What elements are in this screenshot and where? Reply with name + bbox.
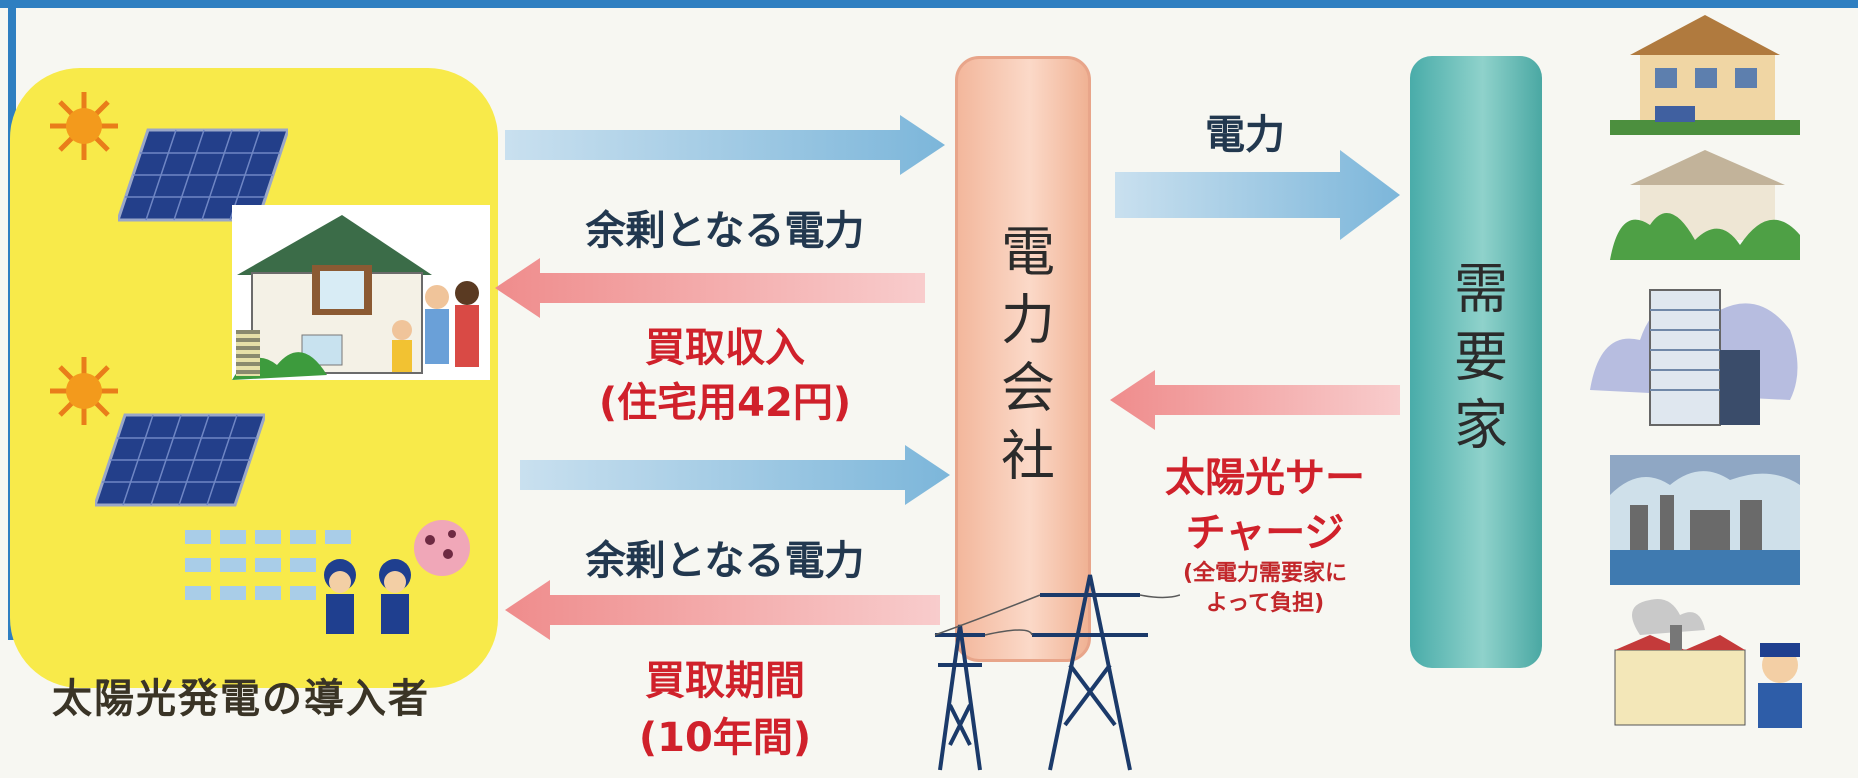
suburban-house-icon bbox=[1610, 150, 1800, 260]
purchase-income-label: 買取収入 bbox=[645, 325, 805, 371]
school-building-icon bbox=[185, 520, 470, 634]
children-icon bbox=[324, 559, 411, 634]
factory-icon bbox=[1610, 455, 1800, 585]
purchase-duration-label: (10年間) bbox=[638, 715, 812, 761]
purchase-income-arrow bbox=[495, 258, 925, 318]
solar-panel-icon bbox=[118, 128, 288, 222]
surcharge-arrow bbox=[1110, 370, 1400, 430]
surplus-power-label-1: 余剰となる電力 bbox=[585, 208, 865, 254]
top-border bbox=[0, 0, 1858, 8]
sun-icon bbox=[50, 92, 118, 160]
purchase-period-label: 買取期間 bbox=[645, 658, 805, 704]
surplus-power-arrow-1 bbox=[505, 115, 945, 175]
power-company-box: 電力会社 bbox=[955, 56, 1091, 662]
surplus-power-label-2: 余剰となる電力 bbox=[585, 538, 865, 584]
purchase-period-arrow bbox=[505, 580, 940, 640]
burden-note-2: よって負担) bbox=[1205, 591, 1325, 616]
house-icon bbox=[232, 205, 490, 380]
power-tower-icon bbox=[934, 574, 1180, 771]
house-icon bbox=[1610, 15, 1800, 135]
power-company-label: 電力会社 bbox=[991, 223, 1055, 495]
power-label: 電力 bbox=[1205, 112, 1285, 158]
surcharge-label-1: 太陽光サー bbox=[1165, 455, 1365, 501]
burden-note-1: (全電力需要家に bbox=[1182, 561, 1348, 586]
surplus-power-arrow-2 bbox=[520, 445, 950, 505]
family-icon bbox=[392, 281, 479, 372]
worker-icon bbox=[1758, 643, 1802, 728]
fence-icon bbox=[236, 330, 260, 376]
office-building-icon bbox=[1590, 289, 1798, 426]
sun-icon bbox=[50, 357, 118, 425]
power-arrow bbox=[1115, 150, 1400, 240]
solar-panel-icon bbox=[95, 413, 265, 507]
installer-label: 太陽光発電の導入者 bbox=[52, 676, 430, 722]
consumer-label: 需要家 bbox=[1444, 260, 1508, 464]
purchase-price-label: (住宅用42円) bbox=[598, 380, 852, 426]
factory-icon bbox=[1614, 599, 1802, 728]
consumer-box: 需要家 bbox=[1410, 56, 1542, 668]
surcharge-label-2: チャージ bbox=[1185, 510, 1345, 556]
